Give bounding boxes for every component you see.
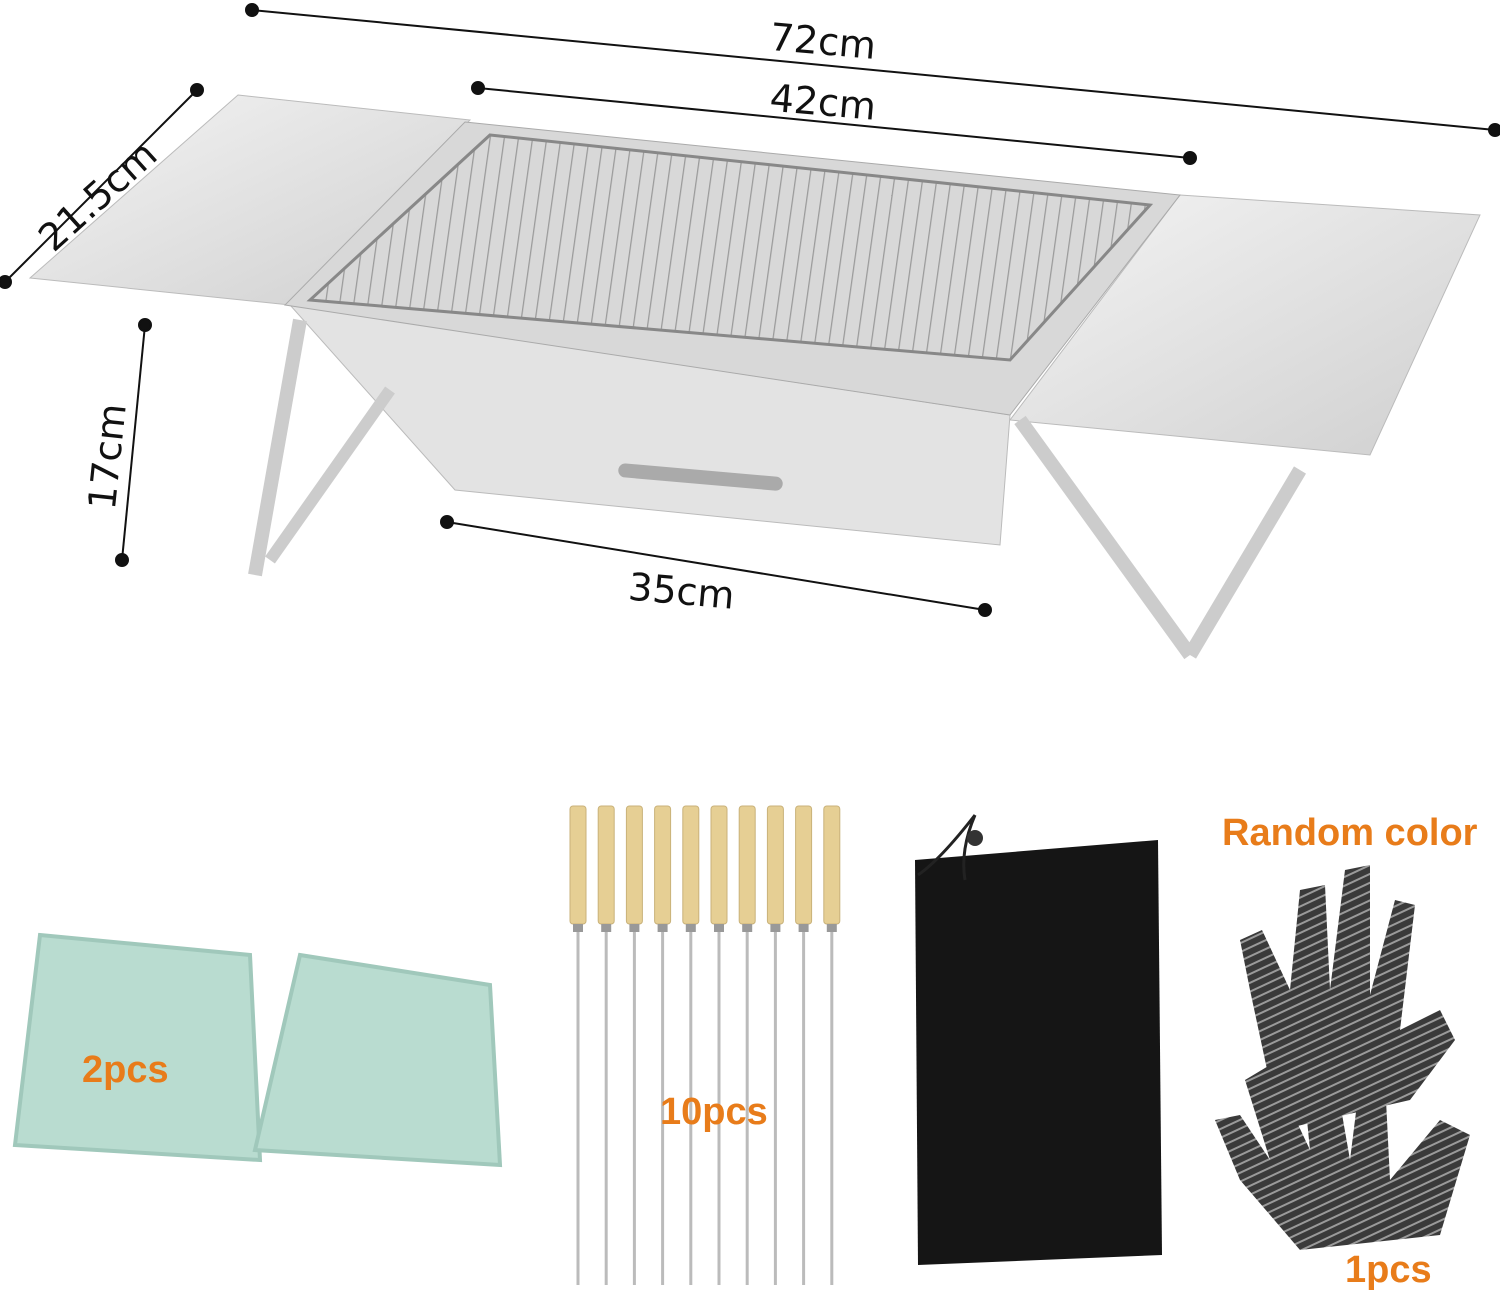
skewer-icon (625, 805, 643, 1285)
right-leg (1183, 466, 1307, 659)
skewers-count-label: 10pcs (660, 1091, 768, 1133)
gloves-color-note: Random color (1222, 812, 1478, 854)
skewers (569, 805, 841, 1285)
skewer-icon (597, 805, 615, 1285)
right-side-tray (1009, 194, 1481, 456)
height-label: 17cm (80, 401, 135, 511)
skewer-icon (710, 805, 728, 1285)
skewer-icon (766, 805, 784, 1285)
skewer-icon (654, 805, 672, 1285)
gloves-count-label: 1pcs (1345, 1249, 1432, 1291)
grill-grate (306, 133, 1154, 362)
base-length-label: 35cm (627, 565, 737, 618)
air-slot (618, 463, 783, 491)
skewer-icon (795, 805, 813, 1285)
cleaning-cloths (12, 932, 503, 1168)
grill-length-label: 42cm (768, 76, 878, 129)
storage-bag (915, 814, 1162, 1265)
skewer-icon (738, 805, 756, 1285)
cloth-icon (12, 932, 263, 1163)
skewer-icon (569, 805, 587, 1285)
total-length-label: 72cm (768, 15, 878, 68)
glove-icon (1240, 865, 1455, 1130)
cloths-count-label: 2pcs (82, 1049, 169, 1091)
bag-icon (915, 840, 1162, 1265)
dimension-lines (0, 3, 1500, 617)
grill (28, 94, 1481, 660)
cloth-icon (252, 952, 503, 1168)
left-leg (265, 386, 395, 564)
skewer-icon (823, 805, 841, 1285)
gloves (1215, 865, 1470, 1250)
right-leg (1014, 415, 1196, 660)
glove-icon (1215, 1045, 1470, 1250)
left-leg (248, 318, 307, 577)
skewer-icon (682, 805, 700, 1285)
